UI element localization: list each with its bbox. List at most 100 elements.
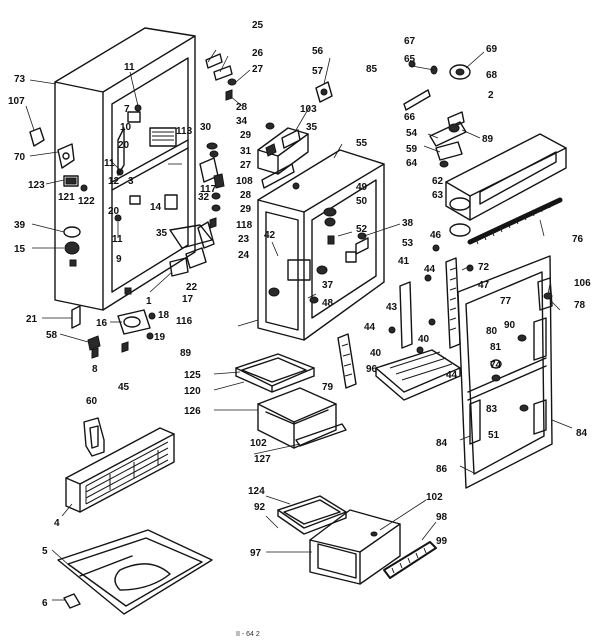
callout-74: 74 [490, 360, 502, 371]
callout-70: 70 [14, 152, 26, 163]
grille-4 [65, 427, 175, 513]
callout-80: 80 [486, 326, 498, 337]
freezer-liner [257, 149, 385, 341]
drawer-97 [309, 509, 401, 585]
left-small-parts [29, 127, 156, 359]
callout-10: 10 [120, 122, 132, 133]
callout-59: 59 [406, 144, 418, 155]
callout-26: 26 [252, 48, 264, 59]
shelf-124 [277, 495, 347, 535]
callout-64: 64 [406, 158, 418, 169]
callout-1: 1 [146, 296, 152, 307]
callout-113: 113 [176, 126, 193, 137]
door-liner [457, 255, 553, 489]
callout-126: 126 [184, 406, 201, 417]
callout-6: 6 [42, 598, 48, 609]
callout-125: 125 [184, 370, 201, 381]
callout-18: 18 [158, 310, 170, 321]
shelf-125 [235, 353, 315, 393]
callout-84b: 84 [576, 428, 588, 439]
bracket-60 [83, 417, 105, 457]
callout-47: 47 [478, 280, 490, 291]
callout-78: 78 [574, 300, 586, 311]
callout-120: 120 [184, 386, 201, 397]
callout-79: 79 [322, 382, 334, 393]
callout-65: 65 [404, 54, 416, 65]
callout-73: 73 [14, 74, 26, 85]
callout-31: 31 [240, 146, 252, 157]
callout-8: 8 [92, 364, 98, 375]
callout-41: 41 [398, 256, 410, 267]
callout-96: 96 [366, 364, 378, 375]
callout-124: 124 [248, 486, 265, 497]
callout-32: 32 [198, 192, 210, 203]
callout-123: 123 [28, 180, 45, 191]
callout-84a: 84 [436, 438, 448, 449]
callout-12: 12 [108, 176, 120, 187]
leader-lines [25, 49, 573, 601]
callout-46: 46 [430, 230, 442, 241]
callout-14: 14 [150, 202, 162, 213]
callout-4: 4 [54, 518, 60, 529]
callout-37: 37 [322, 280, 334, 291]
callout-89b: 89 [482, 134, 494, 145]
callout-45: 45 [118, 382, 130, 393]
callout-23: 23 [238, 234, 250, 245]
callout-89a: 89 [180, 348, 192, 359]
callout-66: 66 [404, 112, 416, 123]
callout-9: 9 [116, 254, 122, 265]
callout-39: 39 [14, 220, 26, 231]
callout-11: 11 [124, 62, 135, 73]
callout-44c: 44 [446, 370, 458, 381]
callout-53: 53 [402, 238, 414, 249]
callout-29a: 29 [240, 130, 252, 141]
callout-3: 3 [128, 176, 134, 187]
callout-51: 51 [488, 430, 500, 441]
callout-97: 97 [250, 548, 262, 559]
callout-83: 83 [486, 404, 498, 415]
callout-16: 16 [96, 318, 108, 329]
callout-44a: 44 [424, 264, 436, 275]
callout-81: 81 [490, 342, 502, 353]
callout-102a: 102 [250, 438, 267, 449]
callout-122: 122 [78, 196, 95, 207]
callout-50: 50 [356, 196, 368, 207]
callout-102b: 102 [426, 492, 443, 503]
callout-49: 49 [356, 182, 368, 193]
callout-20a: 20 [118, 140, 130, 151]
callout-62: 62 [432, 176, 444, 187]
callout-121: 121 [58, 192, 75, 203]
callout-17: 17 [182, 294, 194, 305]
callout-58: 58 [46, 330, 58, 341]
rail-98 [383, 541, 437, 579]
callout-108: 108 [236, 176, 253, 187]
callout-77: 77 [500, 296, 512, 307]
callout-60: 60 [86, 396, 98, 407]
callout-11b: 11 [104, 158, 115, 169]
callout-107: 107 [8, 96, 25, 107]
callout-7: 7 [124, 104, 130, 115]
callout-76: 76 [572, 234, 584, 245]
callout-43: 43 [386, 302, 398, 313]
callout-98: 98 [436, 512, 448, 523]
callout-15: 15 [14, 244, 26, 255]
callout-127: 127 [254, 454, 271, 465]
callout-labels: 73 107 70 123 121 122 39 15 21 58 16 8 4… [8, 20, 591, 609]
callout-44b: 44 [364, 322, 376, 333]
callout-27a: 27 [252, 64, 264, 75]
callout-35a: 35 [156, 228, 168, 239]
callout-63: 63 [432, 190, 444, 201]
clip-6 [63, 593, 81, 609]
callout-20b: 20 [108, 206, 120, 217]
callout-19: 19 [154, 332, 166, 343]
callout-28b: 28 [240, 190, 252, 201]
callout-92: 92 [254, 502, 266, 513]
callout-69: 69 [486, 44, 498, 55]
control-housing-34 [257, 122, 309, 175]
callout-99: 99 [436, 536, 448, 547]
callout-54: 54 [406, 128, 418, 139]
callout-30: 30 [200, 122, 212, 133]
callout-40b: 40 [418, 334, 430, 345]
callout-106: 106 [574, 278, 591, 289]
